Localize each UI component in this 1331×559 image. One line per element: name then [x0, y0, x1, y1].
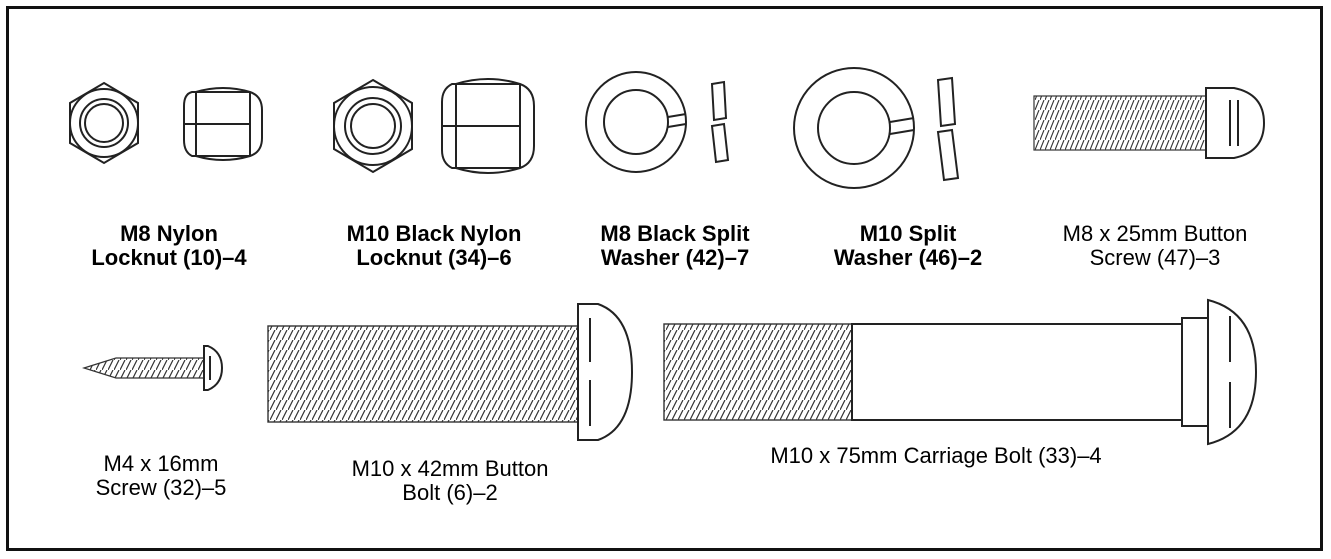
label-line-1: M10 x 75mm Carriage Bolt (33)–4: [770, 443, 1102, 468]
m10-locknut-drawing: [333, 78, 535, 174]
label-m8-button-screw: M8 x 25mm Button Screw (47)–3: [1030, 222, 1280, 270]
m8-button-screw-drawing: [1033, 87, 1266, 159]
m8-locknut-drawing: [69, 81, 263, 165]
label-line-2: Screw (32)–5: [95, 475, 227, 500]
label-line-1: M10 Split: [859, 221, 957, 246]
label-line-2: Washer (46)–2: [833, 245, 983, 270]
label-line-2: Locknut (34)–6: [356, 245, 512, 270]
label-m4-screw: M4 x 16mm Screw (32)–5: [76, 452, 246, 500]
m4-screw-drawing: [81, 345, 224, 391]
label-m10-button-bolt: M10 x 42mm Button Bolt (6)–2: [320, 457, 580, 505]
m10-split-washer-drawing: [793, 67, 960, 189]
label-m10-black-nylon-locknut: M10 Black Nylon Locknut (34)–6: [314, 222, 554, 270]
label-m10-split-washer: M10 Split Washer (46)–2: [808, 222, 1008, 270]
label-line-1: M8 Nylon: [120, 221, 218, 246]
m8-split-washer-drawing: [585, 71, 730, 173]
label-line-1: M8 Black Split: [600, 221, 750, 246]
m10-button-bolt-drawing: [267, 303, 634, 441]
m10-carriage-bolt-drawing: [663, 298, 1258, 446]
label-line-2: Washer (42)–7: [600, 245, 750, 270]
label-line-1: M4 x 16mm: [103, 451, 219, 476]
label-line-2: Bolt (6)–2: [402, 480, 498, 505]
label-line-1: M8 x 25mm Button: [1062, 221, 1248, 246]
label-line-1: M10 Black Nylon: [346, 221, 522, 246]
label-line-2: Locknut (10)–4: [91, 245, 247, 270]
label-m8-black-split-washer: M8 Black Split Washer (42)–7: [570, 222, 780, 270]
label-m8-nylon-locknut: M8 Nylon Locknut (10)–4: [69, 222, 269, 270]
label-m10-carriage-bolt: M10 x 75mm Carriage Bolt (33)–4: [736, 444, 1136, 468]
label-line-2: Screw (47)–3: [1089, 245, 1221, 270]
label-line-1: M10 x 42mm Button: [351, 456, 549, 481]
